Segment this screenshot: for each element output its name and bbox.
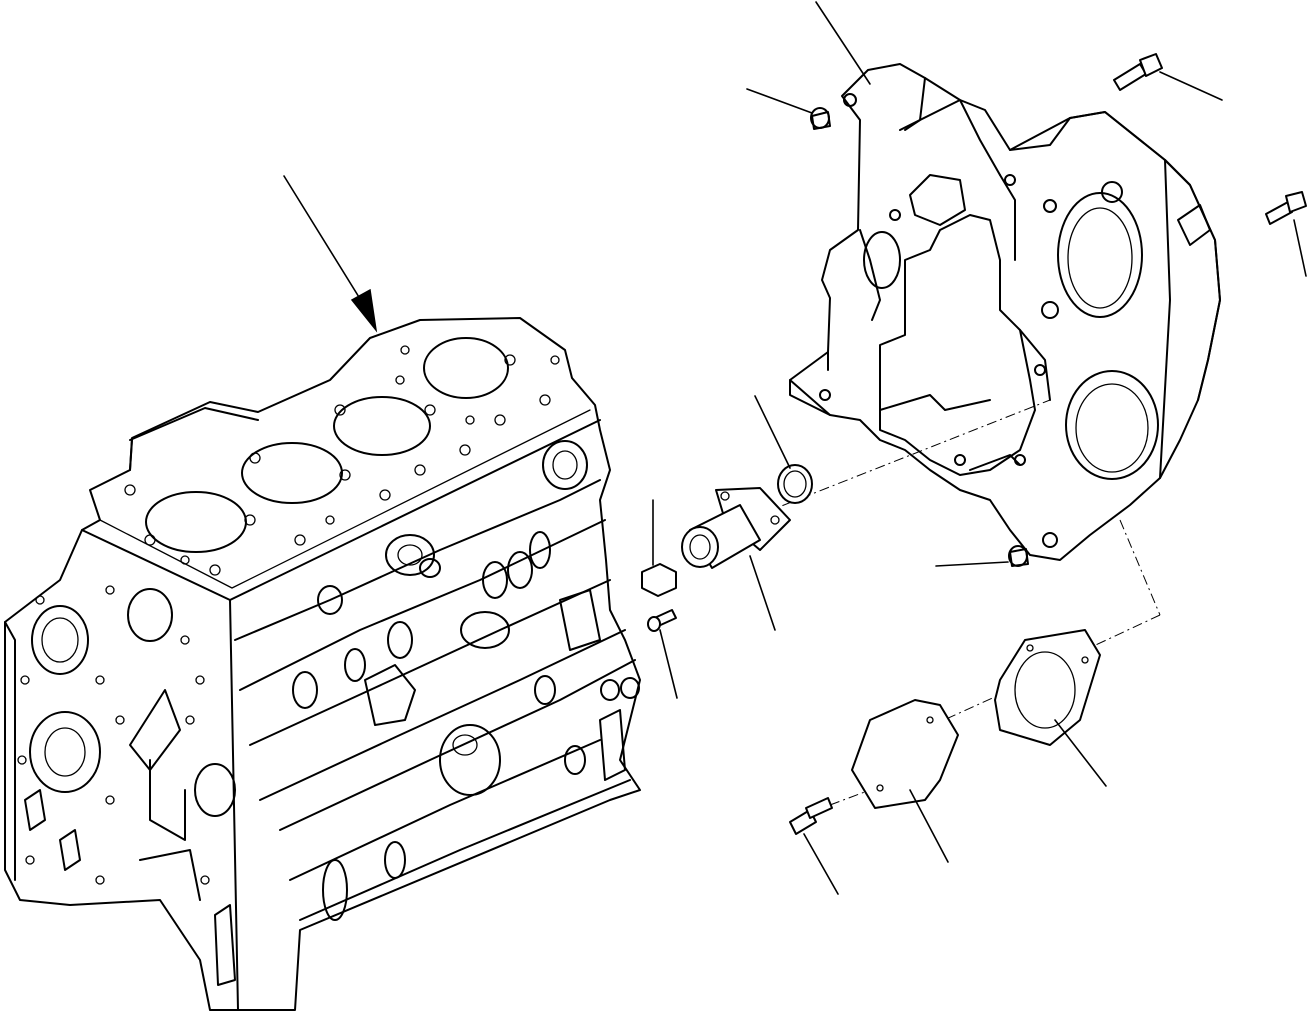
plug-top xyxy=(746,88,831,130)
flanged-tube xyxy=(681,487,791,631)
bolt-lower xyxy=(789,797,839,895)
bolt-top-right xyxy=(1113,53,1223,101)
block-arrow xyxy=(283,175,378,333)
o-ring xyxy=(754,395,813,504)
deck-holes xyxy=(124,345,560,576)
front-face-holes xyxy=(17,555,210,885)
housing-leader xyxy=(815,1,871,85)
bolt-right xyxy=(1265,191,1307,277)
side-bosses xyxy=(292,440,640,921)
plug-lower xyxy=(935,545,1029,567)
cylinder-block xyxy=(4,317,641,1011)
gasket xyxy=(994,629,1107,787)
small-screw xyxy=(647,609,678,699)
cover-plate xyxy=(851,699,959,863)
gear-housing-plate xyxy=(789,63,1221,561)
hex-plug xyxy=(641,499,677,597)
